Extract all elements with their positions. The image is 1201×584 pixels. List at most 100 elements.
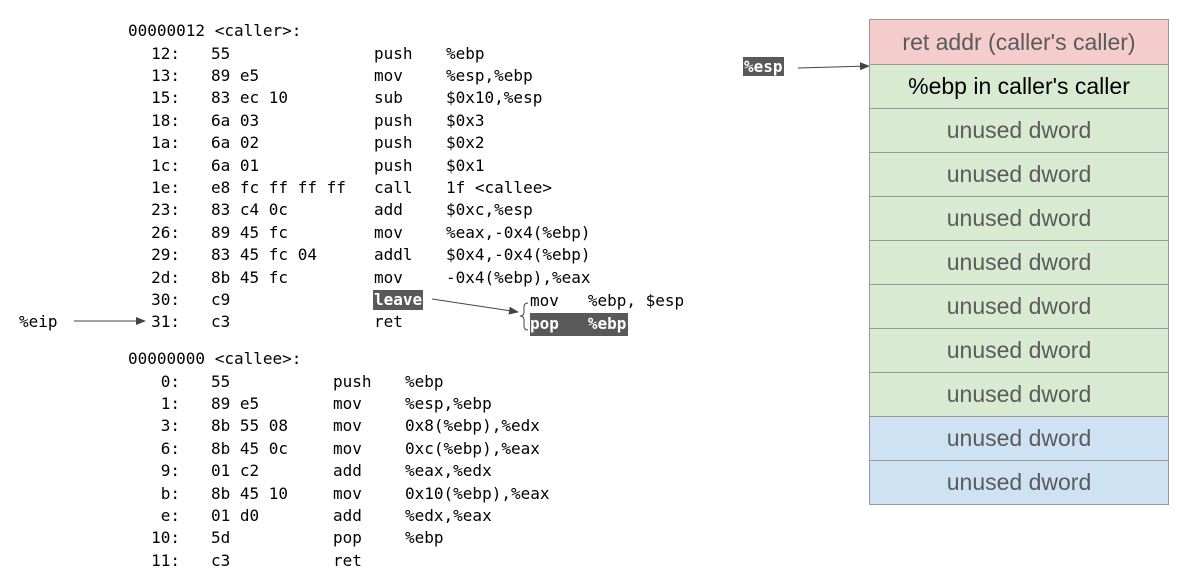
callee-addr: 1: <box>160 393 180 413</box>
caller-op: push <box>374 133 413 153</box>
caller-bytes: 89 45 fc <box>211 222 289 242</box>
stack-slot: ret addr (caller's caller) <box>870 20 1168 64</box>
caller-addr: 15: <box>151 88 180 108</box>
callee-addr: 11: <box>151 550 180 570</box>
caller-op: sub <box>374 88 403 108</box>
caller-op: push <box>374 155 413 175</box>
callee-bytes: 01 c2 <box>211 461 260 481</box>
eip-label: %eip <box>19 312 58 331</box>
callee-addr: 3: <box>160 416 180 436</box>
caller-bytes: 83 ec 10 <box>211 88 289 108</box>
stack-slot: %ebp in caller's caller <box>870 64 1168 108</box>
caller-bytes: 83 45 fc 04 <box>211 245 317 265</box>
stack-slot: unused dword <box>870 196 1168 240</box>
caller-addr: 29: <box>151 245 180 265</box>
caller-addr: 12: <box>151 43 180 63</box>
callee-op: add <box>333 505 362 525</box>
callee-bytes: c3 <box>211 550 231 570</box>
caller-addr: 18: <box>151 110 180 130</box>
caller-op: ret <box>374 312 403 332</box>
caller-bytes: 89 e5 <box>211 65 260 85</box>
leave-bracket <box>519 302 529 331</box>
callee-args: %esp,%ebp <box>405 393 492 413</box>
caller-op: addl <box>374 245 413 265</box>
caller-bytes: 6a 02 <box>211 133 260 153</box>
caller-op: mov <box>374 267 403 287</box>
callee-bytes: 89 e5 <box>211 393 260 413</box>
stack-slot: unused dword <box>870 152 1168 196</box>
caller-op: add <box>374 200 403 220</box>
callee-bytes: 01 d0 <box>211 505 260 525</box>
stack-slot: unused dword <box>870 108 1168 152</box>
callee-op: push <box>333 371 372 391</box>
caller-bytes: 6a 01 <box>211 155 260 175</box>
callee-args: 0x8(%ebp),%edx <box>405 416 540 436</box>
caller-args: %eax,-0x4(%ebp) <box>446 222 591 242</box>
caller-args: $0x10,%esp <box>446 88 543 108</box>
esp-label: %esp <box>743 57 784 76</box>
callee-addr: 10: <box>151 528 180 548</box>
callee-args: %ebp <box>405 528 444 548</box>
callee-args: 0xc(%ebp),%eax <box>405 438 540 458</box>
callee-bytes: 8b 45 0c <box>211 438 289 458</box>
callee-bytes: 8b 55 08 <box>211 416 289 436</box>
stack-slot: unused dword <box>870 372 1168 416</box>
callee-bytes: 55 <box>211 371 231 391</box>
callee-op: mov <box>333 483 362 503</box>
caller-addr: 31: <box>151 312 180 332</box>
caller-args: 1f <callee> <box>446 177 552 197</box>
caller-args: %ebp <box>446 43 485 63</box>
callee-addr: b: <box>160 483 180 503</box>
leave-expansion-mov: mov %ebp, $esp <box>530 291 685 310</box>
callee-op: mov <box>333 393 362 413</box>
callee-addr: e: <box>160 505 180 525</box>
caller-header: 00000012 <caller>: <box>128 21 302 40</box>
caller-addr: 1c: <box>151 155 180 175</box>
callee-header: 00000000 <callee>: <box>128 349 302 368</box>
caller-bytes: 8b 45 fc <box>211 267 289 287</box>
caller-bytes: 83 c4 0c <box>211 200 289 220</box>
caller-op: push <box>374 43 413 63</box>
stack-slot: unused dword <box>870 284 1168 328</box>
caller-op: mov <box>374 222 403 242</box>
caller-addr: 1a: <box>151 133 180 153</box>
caller-addr: 26: <box>151 222 180 242</box>
caller-args: $0x3 <box>446 110 485 130</box>
stack-slot: unused dword <box>870 328 1168 372</box>
caller-bytes: e8 fc ff ff ff <box>211 177 346 197</box>
caller-addr: 30: <box>151 289 180 309</box>
stack-slot: unused dword <box>870 416 1168 460</box>
caller-args: $0x1 <box>446 155 485 175</box>
caller-bytes: c3 <box>211 312 231 332</box>
caller-args: %esp,%ebp <box>446 65 533 85</box>
callee-op: add <box>333 461 362 481</box>
callee-addr: 6: <box>160 438 180 458</box>
caller-op: leave <box>373 289 424 310</box>
stack-slot: unused dword <box>870 240 1168 284</box>
caller-addr: 23: <box>151 200 180 220</box>
caller-args: $0x4,-0x4(%ebp) <box>446 245 591 265</box>
caller-bytes: c9 <box>211 289 231 309</box>
callee-op: ret <box>333 550 362 570</box>
leave-expansion-pop: pop %ebp <box>530 313 629 336</box>
callee-args: %edx,%eax <box>405 505 492 525</box>
stack-slot: unused dword <box>870 460 1168 504</box>
caller-bytes: 55 <box>211 43 231 63</box>
callee-op: mov <box>333 438 362 458</box>
caller-op: mov <box>374 65 403 85</box>
caller-addr: 13: <box>151 65 180 85</box>
callee-args: %ebp <box>405 371 444 391</box>
callee-addr: 9: <box>160 461 180 481</box>
caller-op: push <box>374 110 413 130</box>
caller-op: call <box>374 177 413 197</box>
caller-bytes: 6a 03 <box>211 110 260 130</box>
callee-bytes: 8b 45 10 <box>211 483 289 503</box>
callee-addr: 0: <box>160 371 180 391</box>
callee-op: mov <box>333 416 362 436</box>
caller-args: $0xc,%esp <box>446 200 533 220</box>
callee-op: pop <box>333 528 362 548</box>
callee-args: 0x10(%ebp),%eax <box>405 483 550 503</box>
stack-diagram: ret addr (caller's caller)%ebp in caller… <box>869 19 1169 505</box>
caller-addr: 2d: <box>151 267 180 287</box>
